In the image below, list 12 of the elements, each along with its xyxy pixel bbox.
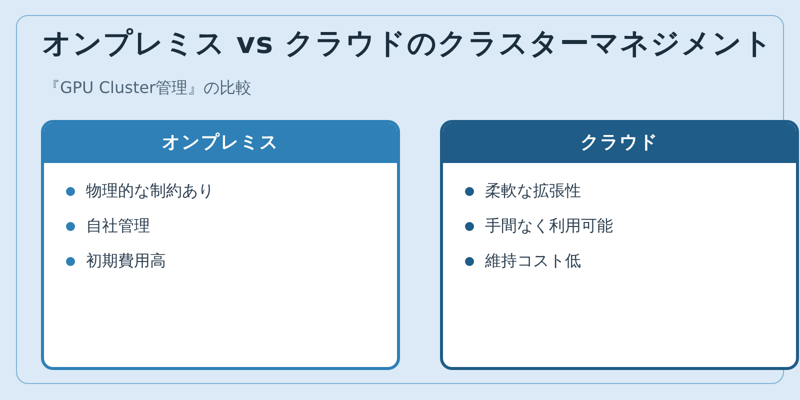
list-item-text: 柔軟な拡張性 xyxy=(485,181,581,200)
subtitle: 『GPU Cluster管理』の比較 xyxy=(44,78,252,98)
list-item-text: 維持コスト低 xyxy=(485,251,581,270)
comparison-card xyxy=(41,120,400,370)
card-header: オンプレミス xyxy=(44,123,397,163)
list-item-text: 手間なく利用可能 xyxy=(485,216,613,236)
list-item-text: 物理的な制約あり xyxy=(86,181,214,200)
comparison-card xyxy=(440,120,799,370)
title: オンプレミス vs クラウドのクラスターマネジメント xyxy=(42,26,773,61)
card-header: クラウド xyxy=(443,123,796,163)
list-item-text: 自社管理 xyxy=(86,216,150,236)
list-item-text: 初期費用高 xyxy=(86,251,166,270)
